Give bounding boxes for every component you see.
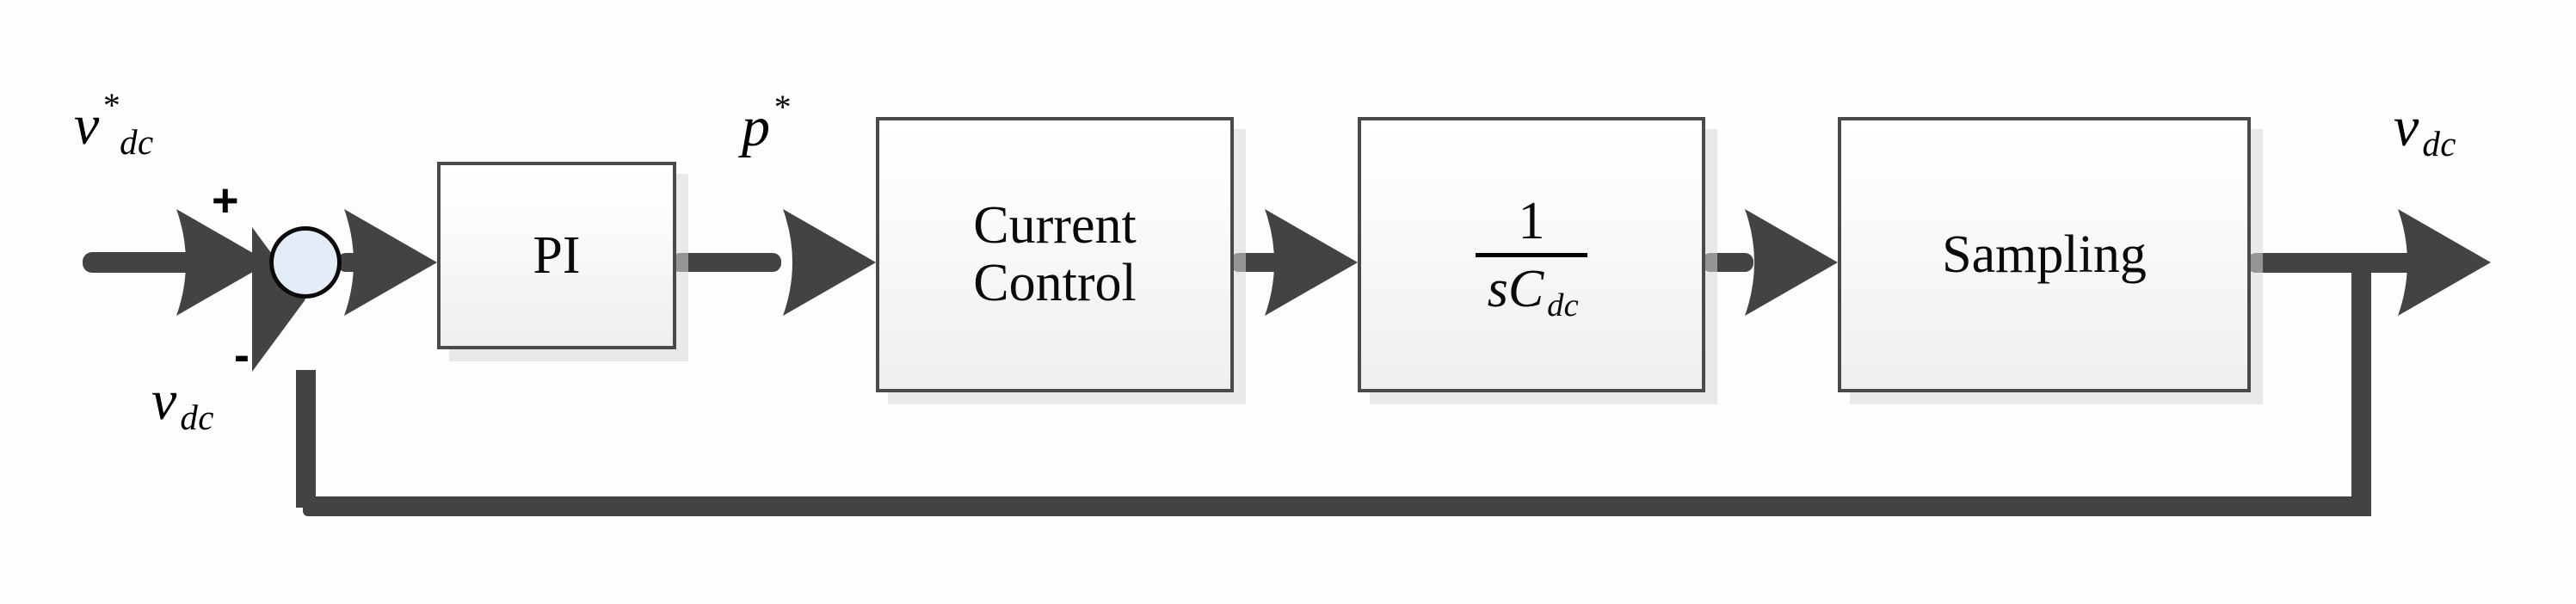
arrow-input-to-sum (176, 209, 269, 316)
label-power-base: p (742, 96, 770, 158)
dc-capacitor-denominator: sCdc (1476, 259, 1588, 323)
dc-capacitor-denominator-subscript: dc (1547, 287, 1580, 324)
summing-junction[interactable] (269, 226, 342, 299)
dc-capacitor-fraction: 1 sCdc (1475, 191, 1588, 323)
label-dc-voltage-feedback: vdc (151, 368, 214, 438)
sampling-block-label: Sampling (1942, 225, 2147, 284)
label-output-base: v (2394, 96, 2419, 158)
summing-junction-plus-sign: + (212, 175, 239, 226)
current-control-block-label-line-2: Control (973, 254, 1137, 312)
feedback-line-vertical-right (2351, 258, 2371, 516)
arrow-cap-to-sampling (1745, 209, 1838, 316)
arrow-feedback-to-sum (252, 227, 305, 372)
label-ref-base: v (74, 94, 100, 157)
arrow-current-to-cap (1265, 209, 1358, 316)
current-control-block[interactable]: Current Control (876, 117, 1234, 392)
label-active-power-reference: p* (742, 88, 792, 160)
summing-junction-minus-sign: - (234, 330, 250, 381)
label-feedback-base: v (151, 369, 177, 432)
line-output (2247, 253, 2445, 273)
line-pi-to-current (671, 253, 781, 272)
current-control-block-label-line-1: Current (973, 196, 1137, 256)
arrow-sum-to-pi (344, 209, 437, 316)
sampling-block[interactable]: Sampling (1838, 117, 2251, 392)
fraction-bar-icon (1475, 252, 1588, 257)
arrow-output (2398, 209, 2491, 316)
label-power-superscript: * (773, 88, 792, 126)
label-output-subscript: dc (2422, 125, 2456, 164)
label-dc-voltage-reference: v*dc (74, 86, 153, 162)
arrow-pi-to-current (783, 209, 876, 316)
dc-capacitor-numerator: 1 (1518, 191, 1545, 250)
feedback-line-vertical-left (296, 370, 316, 508)
pi-block-label: PI (533, 225, 581, 285)
dc-capacitor-block[interactable]: 1 sCdc (1358, 117, 1705, 392)
feedback-line-horizontal (303, 496, 2361, 516)
pi-block[interactable]: PI (437, 162, 676, 349)
label-feedback-subscript: dc (180, 398, 214, 438)
label-dc-voltage-output: vdc (2394, 95, 2456, 164)
dc-capacitor-denominator-base: sC (1487, 259, 1544, 318)
label-ref-superscript: * (103, 86, 120, 125)
label-ref-subscript: dc (120, 123, 154, 163)
